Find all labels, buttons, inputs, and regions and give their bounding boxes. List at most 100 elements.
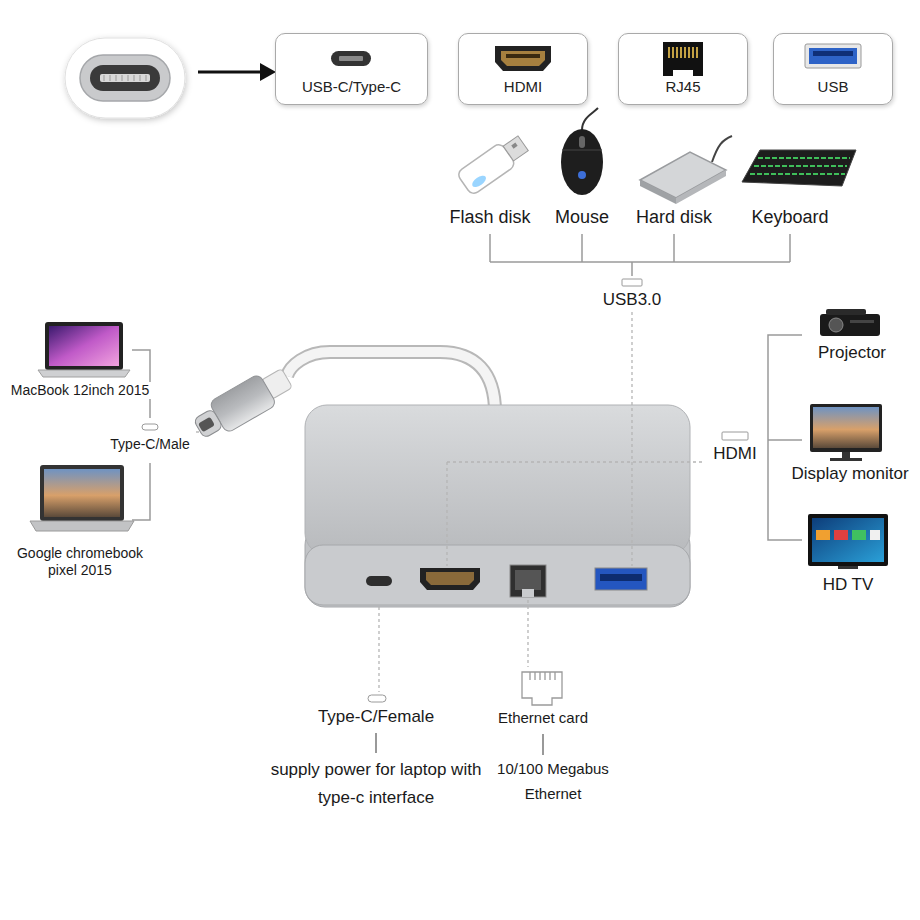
hub-ports <box>510 565 546 597</box>
mouse-icon <box>582 108 598 130</box>
port-type-box: HDMI <box>458 33 588 105</box>
callout-label: supply power for laptop with type-c inte… <box>267 756 486 812</box>
leader-line <box>527 600 528 667</box>
hub-cable <box>287 352 495 412</box>
type-c-mini-icon <box>368 695 386 702</box>
flash-disk-icon <box>503 136 528 161</box>
callout-label: Mouse <box>553 206 611 228</box>
hub-ports <box>426 572 474 585</box>
usb-port-icon <box>805 44 861 68</box>
callout-label: 10/100 Megabus Ethernet <box>484 756 623 806</box>
hub-ports <box>366 565 647 597</box>
leader-line <box>447 462 704 566</box>
callout-label: Google chromebook pixel 2015 <box>8 545 152 579</box>
bracket-line <box>768 335 802 540</box>
leader-line <box>631 312 632 566</box>
hard-disk-icon <box>676 170 726 204</box>
monitor-icon <box>813 407 879 448</box>
callout-label: Projector <box>816 343 888 363</box>
type-c-mini-icon <box>142 424 158 430</box>
leader-line <box>378 607 379 692</box>
callout-label: Type-C/Female <box>316 707 436 727</box>
monitor-icon <box>810 404 882 452</box>
projector-icon <box>826 309 866 315</box>
port-name: RJ45 <box>665 78 700 95</box>
type-c-mini-icon <box>368 695 386 702</box>
mouse-icon <box>578 171 586 179</box>
hub-ports <box>600 574 642 581</box>
projector-icon <box>820 314 880 336</box>
bracket-line <box>132 350 150 520</box>
macbook-icon <box>38 322 130 377</box>
hub-ports <box>522 589 534 597</box>
hub-ports <box>366 576 392 586</box>
rj45-port-icon <box>669 47 697 58</box>
usb-port-icon <box>805 44 861 68</box>
flash-disk-icon <box>511 143 517 149</box>
usb-port-icon <box>809 48 857 64</box>
monitor-icon <box>830 458 862 461</box>
chromebook-icon <box>44 469 120 517</box>
callout-label: Ethernet card <box>496 709 590 727</box>
hdmi-mini-icon <box>722 432 748 440</box>
callout-label: HD TV <box>821 575 876 595</box>
usb-c-port-icon <box>339 56 363 61</box>
flash-disk-icon <box>456 132 531 196</box>
mouse-icon <box>579 136 585 148</box>
rj45-outline-icon <box>522 672 562 705</box>
projector-icon <box>850 320 874 323</box>
tv-icon <box>812 518 884 562</box>
monitor-icon <box>810 404 882 461</box>
rj45-port-icon <box>663 42 703 76</box>
usb-c-plug-end <box>100 74 150 82</box>
pointer-arrow <box>198 63 276 81</box>
mouse-icon <box>562 150 602 151</box>
hard-disk-icon <box>640 180 676 204</box>
usb-mini-icon <box>622 279 642 286</box>
leader-line <box>379 312 704 692</box>
projector-icon <box>820 309 880 336</box>
hard-disk-icon <box>712 136 732 162</box>
hdmi-port-icon <box>506 54 540 58</box>
mouse-icon <box>561 129 603 195</box>
macbook-icon <box>45 322 123 370</box>
hub-ports <box>515 570 541 590</box>
rj45-port-icon <box>673 70 693 76</box>
rj45-outline-icon <box>522 672 562 705</box>
type-c-plug <box>198 417 215 433</box>
bracket-line <box>132 350 150 520</box>
leader-line <box>196 431 200 432</box>
callout-label: Type-C/Male <box>108 436 191 453</box>
pointer-arrow <box>198 71 262 74</box>
macbook-icon <box>49 326 119 366</box>
tv-icon <box>808 514 888 569</box>
type-c-plug <box>193 408 223 438</box>
port-name: HDMI <box>504 78 542 95</box>
hdmi-mini-icon <box>722 432 748 440</box>
port-type-box: RJ45 <box>618 33 748 105</box>
callout-label: Flash disk <box>447 206 532 228</box>
macbook-icon <box>38 370 130 377</box>
usb-port-icon <box>813 51 853 56</box>
tv-icon <box>834 530 848 540</box>
bracket-line <box>768 335 802 540</box>
hdmi-port-icon <box>495 46 551 71</box>
usb-c-port-icon <box>331 51 371 66</box>
tv-icon <box>838 566 858 569</box>
flash-disk-icon <box>470 174 488 190</box>
chromebook-icon <box>30 521 134 531</box>
leader-line <box>376 733 543 755</box>
pointer-arrow <box>260 63 276 81</box>
usb-c-port-icon <box>331 51 371 66</box>
chromebook-icon <box>30 465 134 531</box>
hard-disk-icon <box>640 136 732 204</box>
tv-icon <box>816 530 830 540</box>
leader-line <box>196 432 200 433</box>
leader-line <box>542 734 544 755</box>
usb-c-plug-end <box>104 75 146 81</box>
hdmi-port-icon <box>501 51 545 66</box>
tv-icon <box>870 530 880 540</box>
bracket-line <box>490 234 790 276</box>
callout-label: Keyboard <box>749 206 830 228</box>
